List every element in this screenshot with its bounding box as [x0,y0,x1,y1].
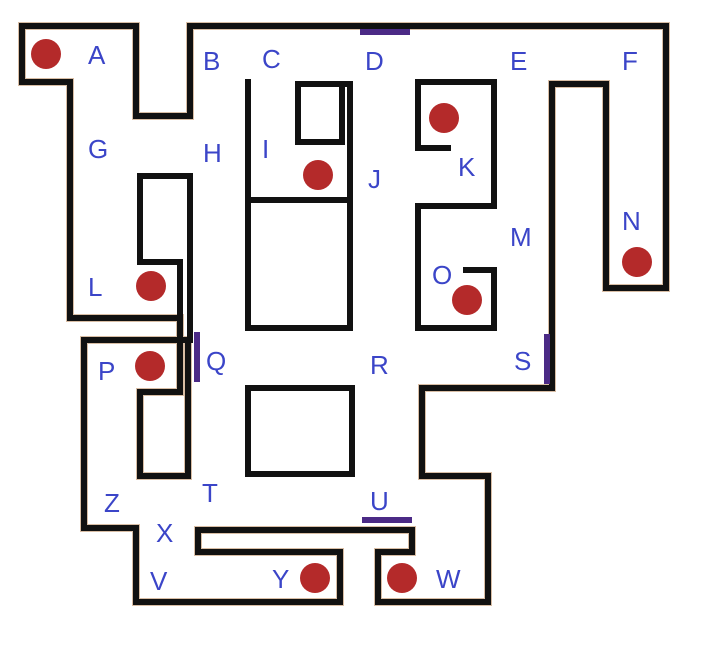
node-labels: A B C D E F G H I J K L M N O P Q R S T … [88,40,641,596]
label-s: S [514,346,531,376]
label-b: B [203,46,220,76]
label-h: H [203,138,222,168]
label-w: W [436,564,461,594]
label-e: E [510,46,527,76]
label-f: F [622,46,638,76]
label-d: D [365,46,384,76]
goal-dot-p [135,351,165,381]
label-v: V [150,566,168,596]
goal-dot-o [452,285,482,315]
label-k: K [458,152,476,182]
label-z: Z [104,488,120,518]
goal-dot-i [303,160,333,190]
label-q: Q [206,346,226,376]
label-j: J [368,164,381,194]
label-t: T [202,478,218,508]
goal-dots [31,39,652,593]
label-g: G [88,134,108,164]
goal-dot-n [622,247,652,277]
label-l: L [88,272,102,302]
label-i: I [262,134,269,164]
goal-dot-a [31,39,61,69]
label-x: X [156,518,173,548]
label-p: P [98,356,115,386]
label-u: U [370,486,389,516]
goal-dot-w [387,563,417,593]
label-m: M [510,222,532,252]
label-n: N [622,206,641,236]
label-c: C [262,44,281,74]
goal-dot-y [300,563,330,593]
goal-dot-k [429,103,459,133]
maze-doors [194,29,550,523]
goal-dot-l [136,271,166,301]
label-a: A [88,40,106,70]
label-r: R [370,350,389,380]
maze-walls [18,22,670,606]
label-o: O [432,260,452,290]
label-y: Y [272,564,289,594]
